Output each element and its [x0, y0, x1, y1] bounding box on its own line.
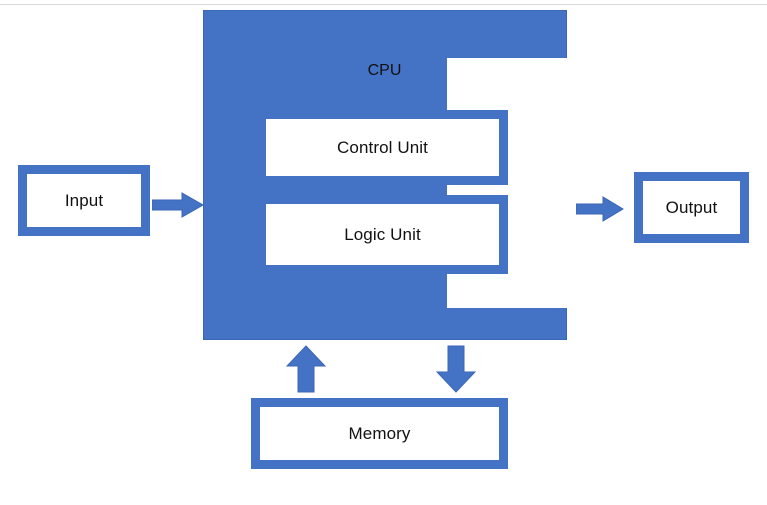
arrow-up-memory-to-cpu-icon — [286, 345, 326, 393]
control-unit-block[interactable]: Control Unit — [257, 110, 508, 185]
input-block[interactable]: Input — [18, 165, 150, 236]
input-label: Input — [64, 191, 104, 210]
logic-unit-block[interactable]: Logic Unit — [257, 195, 508, 274]
output-block[interactable]: Output — [634, 172, 749, 243]
control-unit-label: Control Unit — [337, 138, 428, 157]
memory-label: Memory — [348, 424, 411, 443]
logic-unit-label: Logic Unit — [344, 225, 421, 244]
arrow-down-cpu-to-memory-icon — [436, 345, 476, 393]
memory-block[interactable]: Memory — [251, 398, 508, 469]
cpu-label: CPU — [367, 62, 402, 79]
output-label: Output — [665, 198, 718, 217]
arrow-right-cpu-to-output-icon — [576, 196, 624, 222]
arrow-right-input-to-cpu-icon — [152, 192, 204, 218]
top-divider-rule — [0, 4, 767, 5]
